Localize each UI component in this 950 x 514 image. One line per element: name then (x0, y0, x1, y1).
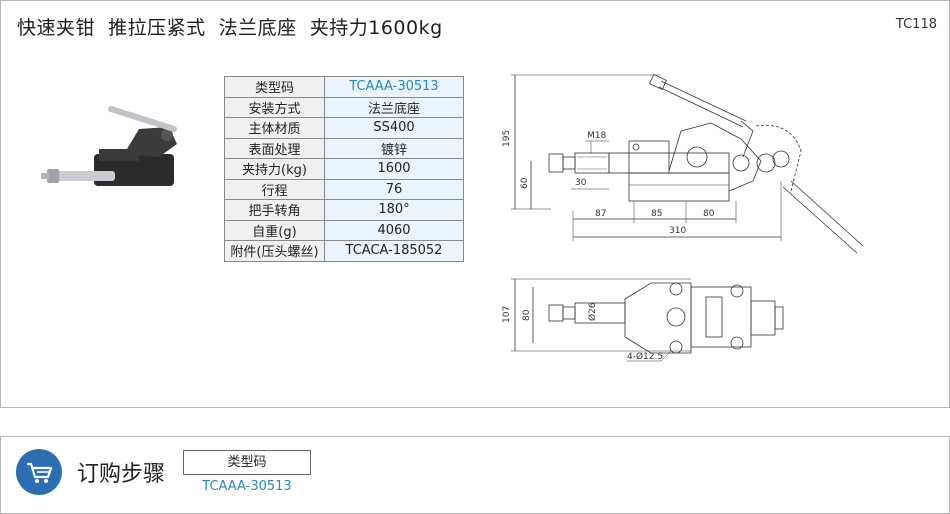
spec-row: 夹持力(kg)1600 (224, 158, 464, 180)
spec-row: 自重(g)4060 (224, 219, 464, 241)
spec-key: 主体材质 (224, 117, 325, 139)
page-title: 快速夹钳 推拉压紧式 法兰底座 夹持力1600kg (17, 17, 443, 39)
spec-key: 附件(压头螺丝) (224, 240, 325, 262)
dim-80: 80 (703, 209, 715, 219)
spec-key: 行程 (224, 178, 325, 200)
dim-d26: Ø26 (587, 302, 598, 321)
spec-value: 76 (324, 178, 464, 200)
dim-87: 87 (595, 209, 606, 219)
product-code: TC118 (895, 17, 937, 32)
dim-4-d12-5: 4-Ø12.5 (627, 351, 663, 362)
spec-key: 夹持力(kg) (224, 158, 325, 180)
type-code-value[interactable]: TCAAA-30513 (202, 479, 292, 494)
spec-key: 把手转角 (224, 199, 325, 221)
dim-195: 195 (502, 130, 512, 147)
spec-value: 180° (324, 199, 464, 221)
spec-key: 自重(g) (224, 219, 325, 241)
spec-row: 表面处理镀锌 (224, 137, 464, 159)
dim-30: 30 (575, 178, 587, 188)
spec-key: 表面处理 (224, 137, 325, 159)
spec-value: 1600 (324, 158, 464, 180)
type-code-label: 类型码 (183, 450, 311, 475)
product-photo (41, 106, 177, 186)
dim-310: 310 (669, 226, 686, 236)
technical-drawing: 195 60 M18 30 (502, 73, 864, 362)
spec-key: 安装方式 (224, 96, 325, 118)
spec-row: 安装方式法兰底座 (224, 96, 464, 118)
spec-row: 附件(压头螺丝)TCACA-185052 (224, 240, 464, 262)
dim-85: 85 (651, 209, 662, 219)
spec-key: 类型码 (224, 76, 325, 98)
spec-value: TCAAA-30513 (324, 76, 464, 98)
order-steps-panel: 订购步骤 类型码 TCAAA-30513 (0, 436, 950, 514)
spec-value: SS400 (324, 117, 464, 139)
spec-value: 4060 (324, 219, 464, 241)
order-steps-title: 订购步骤 (77, 462, 166, 487)
shopping-cart-icon (16, 449, 62, 495)
spec-value: TCACA-185052 (324, 240, 464, 262)
dim-m18: M18 (587, 131, 606, 141)
dim-60: 60 (520, 177, 530, 189)
dim-80-top: 80 (522, 309, 532, 321)
dim-107: 107 (502, 306, 512, 323)
spec-value: 镀锌 (324, 137, 464, 159)
spec-value: 法兰底座 (324, 96, 464, 118)
